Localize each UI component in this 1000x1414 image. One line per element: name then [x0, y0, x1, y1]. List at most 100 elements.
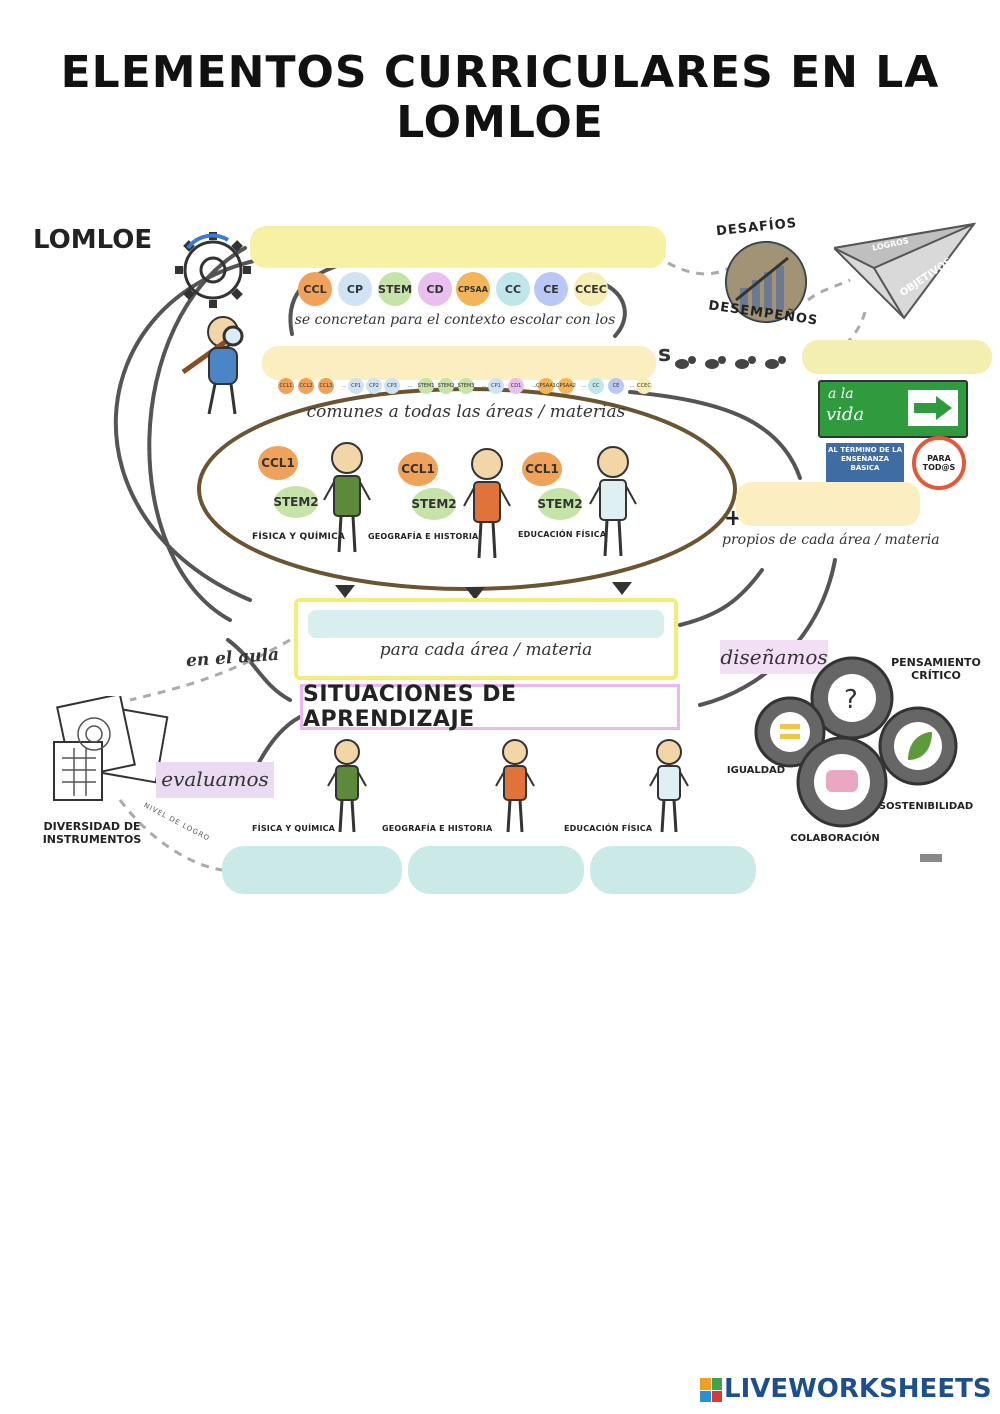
descriptor-dot: ... [341, 383, 347, 389]
blank-competencias-especificas[interactable] [736, 482, 920, 526]
descriptor-dot: ... [481, 383, 487, 389]
dashed-to-instruments [129, 638, 291, 702]
descriptor-dot: CPSAA2 [556, 378, 576, 394]
arrow-to-propios [628, 390, 802, 480]
stem-tag: STEM2 [411, 488, 457, 520]
gear-sostenibilidad-label: SOSTENIBILIDAD [878, 801, 974, 812]
dashed-to-plane [807, 278, 851, 302]
descriptors-row: CCL1 CCL2 CCL3 ... CP1 CP2 CP3 ... STEM1… [278, 378, 658, 396]
descriptor-dot: ... [629, 383, 635, 389]
exit-sign: a la vida [818, 380, 968, 438]
person-green-icon [327, 739, 367, 833]
descriptor-dot: STEM1 [418, 378, 434, 394]
arrow-propios-to-criterios [678, 568, 764, 627]
disenamos-label: diseñamos [720, 640, 828, 674]
descriptor-dot: CPSAA1 [536, 378, 556, 394]
subject-label: GEOGRAFÍA E HISTORIA [382, 824, 493, 833]
gear-colaboracion-label: COLABORACIÓN [790, 833, 880, 844]
person-white-icon [589, 446, 637, 557]
descriptor-dot: CD1 [508, 378, 524, 394]
para-cada-text: para cada área / materia [379, 640, 593, 660]
person-orange-icon [495, 739, 535, 833]
evaluamos-label: evaluamos [156, 762, 274, 798]
competence-dot: CP [338, 272, 372, 306]
lomloe-label: LOMLOE [33, 225, 153, 255]
triangle-3 [612, 582, 632, 595]
descriptor-dot: CCL1 [278, 378, 294, 394]
competence-dot: STEM [378, 272, 412, 306]
svg-text:?: ? [844, 685, 858, 715]
subject-label: EDUCACIÓN FÍSICA [564, 824, 653, 833]
descriptor-dot: CCEC [636, 378, 652, 394]
descriptor-s-letter: s [658, 342, 672, 367]
triangle-2 [465, 587, 485, 600]
propios-text: propios de cada área / materia [722, 532, 940, 548]
key-competences-row: CCL CP STEM CD CPSAA CC CE CCEC [298, 272, 618, 308]
descriptor-dot: STEM3 [458, 378, 474, 394]
situaciones-title: SITUACIONES DE APRENDIZAJE [300, 682, 680, 732]
ccl-tag: CCL1 [258, 446, 298, 480]
brand-label[interactable]: LIVEWORKSHEETS [724, 1374, 992, 1404]
person-orange-icon [463, 448, 511, 559]
descriptor-dot: CC [588, 378, 604, 394]
page-title: ELEMENTOS CURRICULARES EN LA LOMLOE [60, 47, 940, 148]
competence-dot: CD [418, 272, 452, 306]
descriptor-dot: CCL3 [318, 378, 334, 394]
dashed-nivel-logro [118, 799, 223, 872]
gear-pensamiento-label: PENSAMIENTO CRÍTICO [891, 656, 981, 682]
stem-tag: STEM2 [537, 488, 583, 520]
liveworksheets-logo-icon [700, 1378, 722, 1402]
descriptor-dot: CP1 [488, 378, 504, 394]
paper-plane-icon [834, 222, 976, 320]
competence-dot: CCL [298, 272, 332, 306]
descriptor-dot: ... [407, 383, 413, 389]
concretan-text: se concretan para el contexto escolar co… [294, 312, 616, 328]
competence-dot: CCEC [574, 272, 608, 306]
footsteps-icon [675, 356, 786, 369]
subject-label: GEOGRAFÍA E HISTORIA [368, 532, 479, 541]
desafios-globe-icon [725, 241, 807, 323]
al-termino-label: AL TÉRMINO DE LA ENSEÑANZA BÁSICA [826, 443, 904, 482]
descriptor-dot: ... [581, 383, 587, 389]
gear-igualdad-label: IGUALDAD [726, 765, 786, 776]
arrow-aula [226, 638, 292, 702]
descriptor-dot: CP3 [384, 378, 400, 394]
ccl-tag: CCL1 [522, 452, 562, 486]
para-todos-badge: PARA TOD@S [912, 436, 966, 490]
gear-icon [175, 232, 251, 308]
common-subjects-group: CCL1 STEM2 FÍSICA Y QUÍMICA CCL1 STEM2 G… [240, 440, 660, 570]
blank-evaluacion-2[interactable] [408, 846, 584, 894]
descriptor-dot: STEM2 [438, 378, 454, 394]
subject-label: FÍSICA Y QUÍMICA [252, 824, 336, 833]
person-magnifier-icon [181, 316, 244, 415]
instruments-papers-icon [53, 696, 169, 801]
blank-evaluacion-1[interactable] [222, 846, 402, 894]
subject-label: EDUCACIÓN FÍSICA [518, 530, 607, 539]
descriptor-dot: ... [531, 383, 537, 389]
comunes-text: comunes a todas las áreas / materias [306, 402, 626, 422]
descriptor-dot: CP2 [366, 378, 382, 394]
blank-perfil-salida[interactable] [802, 340, 992, 374]
person-green-icon [323, 442, 371, 553]
dashed-to-blank [838, 311, 867, 352]
sign-a-la: a la [828, 386, 854, 402]
arrow-left-mid [147, 246, 247, 622]
triangle-1 [335, 585, 355, 598]
descriptor-dot: CCL2 [298, 378, 314, 394]
blank-evaluacion-3[interactable] [590, 846, 756, 894]
arrow-left-outer [113, 258, 260, 602]
gears-cluster-icon: ? [754, 656, 958, 828]
descriptor-dot: CP1 [348, 378, 364, 394]
bottom-subjects-group: FÍSICA Y QUÍMICA GEOGRAFÍA E HISTORIA ED… [240, 738, 700, 838]
instruments-label: DIVERSIDAD DE INSTRUMENTOS [42, 820, 142, 846]
blank-competencias-clave[interactable] [250, 226, 666, 268]
exit-arrow-icon [908, 390, 958, 426]
ccl-tag: CCL1 [398, 452, 438, 486]
blank-descriptores[interactable] [262, 346, 656, 380]
competence-dot: CPSAA [456, 272, 490, 306]
competence-dot: CC [496, 272, 530, 306]
stem-tag: STEM2 [273, 486, 319, 518]
criterios-box: para cada área / materia [294, 598, 678, 680]
subject-label: FÍSICA Y QUÍMICA [252, 532, 346, 542]
blank-criterios[interactable] [308, 610, 664, 638]
